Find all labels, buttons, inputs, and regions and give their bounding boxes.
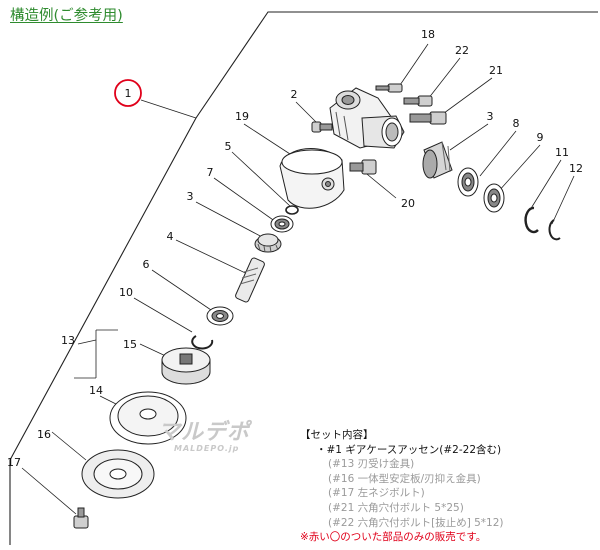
bolt-22: [403, 95, 433, 107]
callout-22: 22: [455, 44, 469, 57]
blade-holder-15: [161, 347, 211, 385]
snap-ring-11: [524, 206, 539, 234]
watermark-logo-text: マルデポ: [158, 420, 251, 445]
callout-7: 7: [207, 166, 214, 179]
callout-5: 5: [225, 140, 232, 153]
callout-labels: 18 22 21 2 19 3 8 9 11 12 5 7 3 20 4 6 1…: [7, 28, 583, 469]
legend-header: 【セット内容】: [300, 429, 374, 441]
legend-main-item: ・#1 ギアケースアッセン(#2-22含む): [316, 443, 502, 456]
watermark-url: MALDEPO.jp: [174, 444, 240, 453]
callout-17: 17: [7, 456, 21, 469]
assembly-callout-label: 1: [125, 87, 132, 100]
callout-8: 8: [513, 117, 520, 130]
snap-ring-10: [191, 335, 214, 350]
bearing-7: [270, 215, 294, 233]
bolt-18: [375, 83, 403, 93]
callout-4: 4: [167, 230, 174, 243]
bevel-gear-3-lower: [254, 233, 282, 253]
snap-ring-12: [548, 219, 561, 241]
stabilizer-plate-14: [109, 391, 187, 445]
assembly-callout-circle: [114, 79, 142, 107]
callout-9: 9: [537, 131, 544, 144]
legend-item: (#17 左ネジボルト): [328, 487, 425, 500]
callout-21: 21: [489, 64, 503, 77]
leader-lines: [21, 43, 575, 515]
washer-16: [81, 449, 155, 499]
snap-ring-5: [285, 205, 299, 215]
watermark-logo: マルデポ MALDEPO.jp: [158, 414, 250, 453]
callout-2: 2: [291, 88, 298, 101]
bolt-2: [311, 121, 333, 133]
set-contents-legend: 【セット内容】 ・#1 ギアケースアッセン(#2-22含む) (#13 刃受け金…: [300, 428, 598, 545]
callout-10: 10: [119, 286, 133, 299]
legend-note: ※赤い〇のついた部品のみの販売です。: [300, 531, 487, 544]
callout-18: 18: [421, 28, 435, 41]
assembly-callout-leader: [140, 99, 197, 119]
callout-3-upper: 3: [487, 110, 494, 123]
shaft-4: [235, 257, 265, 303]
gear-cover-19: [279, 148, 345, 209]
legend-item: (#13 刃受け金具): [328, 458, 415, 471]
legend-item: (#22 六角穴付ボルト[抜止め] 5*12): [328, 516, 504, 529]
bolt-17: [73, 507, 89, 529]
bolt-20: [349, 159, 377, 175]
page-title: 構造例(ご参考用): [10, 8, 123, 24]
bearing-8: [457, 167, 479, 197]
callout-14: 14: [89, 384, 103, 397]
callout-12: 12: [569, 162, 583, 175]
callout-19: 19: [235, 110, 249, 123]
bearing-9: [483, 183, 505, 213]
callout-3-lower: 3: [187, 190, 194, 203]
legend-item: (#16 一体型安定板/刃抑え金具): [328, 472, 481, 485]
legend-item: (#21 六角穴付ボルト 5*25): [328, 501, 464, 514]
callout-16: 16: [37, 428, 51, 441]
callout-6: 6: [143, 258, 150, 271]
bevel-gear-3-upper: [422, 141, 453, 179]
callout-13: 13: [61, 334, 75, 347]
callout-11: 11: [555, 146, 569, 159]
callout-15: 15: [123, 338, 137, 351]
callout-20: 20: [401, 197, 415, 210]
bolt-21: [409, 111, 447, 125]
bearing-6: [206, 306, 234, 326]
gear-case: [329, 87, 405, 149]
